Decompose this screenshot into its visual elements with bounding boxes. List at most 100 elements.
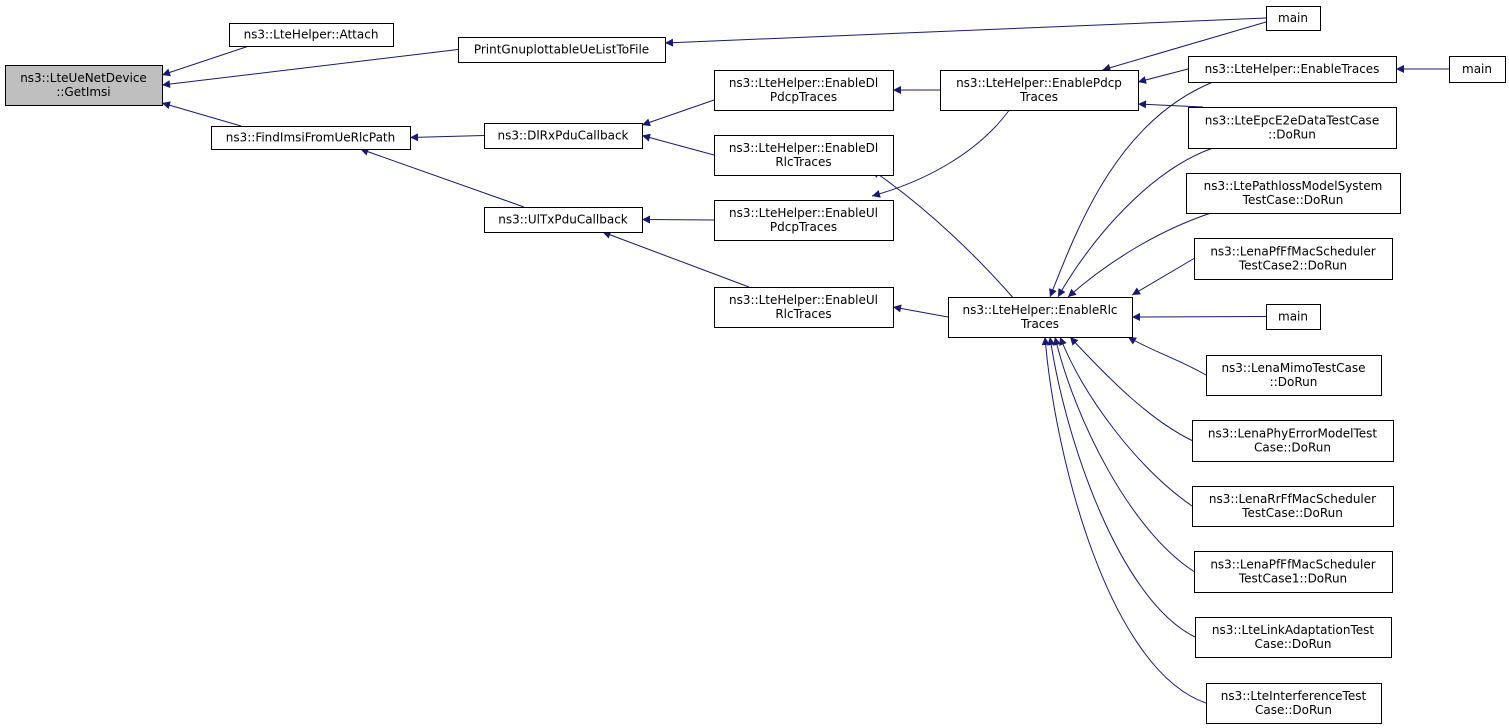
edge-phyerr-to-enrlc — [1069, 336, 1193, 441]
edge-pathloss-to-enrlc — [1067, 212, 1212, 298]
node-label: PdcpTraces — [770, 220, 837, 234]
node-label: ns3::LtePathlossModelSystem — [1204, 179, 1383, 193]
node-label: ns3::LteHelper::EnableRlc — [962, 303, 1117, 317]
node-box — [5, 65, 163, 106]
node-pathloss[interactable]: ns3::LtePathlossModelSystemTestCase::DoR… — [1186, 173, 1401, 214]
node-label: ns3::LteHelper::EnableDl — [729, 141, 878, 155]
node-box — [484, 207, 643, 233]
node-pfff1[interactable]: ns3::LenaPfFfMacSchedulerTestCase1::DoRu… — [1194, 551, 1393, 593]
node-epce2e[interactable]: ns3::LteEpcE2eDataTestCase::DoRun — [1188, 107, 1397, 149]
node-main1[interactable]: main — [1266, 6, 1321, 31]
node-label: ns3::LenaMimoTestCase — [1221, 361, 1365, 375]
edge-enrlc-to-endlrlc — [871, 169, 1013, 298]
node-label: ns3::LteHelper::EnableUl — [729, 206, 878, 220]
node-label: Case::DoRun — [1254, 637, 1331, 651]
node-label: main — [1278, 310, 1308, 324]
node-label: Traces — [1020, 317, 1059, 331]
node-box — [1266, 6, 1321, 31]
edge-main1-to-enpdcp — [1102, 21, 1267, 72]
node-box — [1192, 486, 1394, 527]
node-box — [948, 297, 1133, 338]
node-label: ::DoRun — [1270, 375, 1318, 389]
edge-main3-to-enrlc — [1131, 312, 1267, 321]
node-box — [714, 70, 894, 111]
node-box — [458, 37, 666, 63]
edge-enrlc-to-enulrlc — [892, 304, 949, 318]
node-label: ns3::LteHelper::EnableUl — [729, 293, 878, 307]
node-printgnu[interactable]: PrintGnuplottableUeListToFile — [458, 37, 666, 63]
node-box — [1194, 238, 1393, 280]
edge-enulpdcp-to-ultx — [641, 215, 715, 224]
node-label: Case::DoRun — [1255, 703, 1332, 717]
node-box — [1195, 617, 1392, 658]
node-box — [1449, 56, 1506, 83]
edge-epce2e-to-enrlc — [1057, 147, 1214, 298]
edge-findimsi-to-getimsi — [161, 101, 242, 127]
node-box — [1188, 107, 1397, 149]
node-box — [940, 70, 1139, 111]
node-label: main — [1462, 62, 1492, 76]
edge-endlpdcp-to-dlrx — [641, 99, 715, 127]
node-label: ns3::LenaPfFfMacScheduler — [1210, 245, 1375, 259]
node-label: ns3::LenaPfFfMacScheduler — [1210, 558, 1375, 572]
node-label: ::DoRun — [1268, 128, 1316, 142]
node-box — [714, 287, 894, 328]
node-label: TestCase::DoRun — [1242, 193, 1344, 207]
edge-linkadapt-to-enrlc — [1047, 336, 1196, 638]
edge-pfff1-to-enrlc — [1052, 336, 1195, 572]
edge-enulrlc-to-ultx — [602, 231, 750, 288]
node-main2[interactable]: main — [1449, 56, 1506, 83]
node-label: ns3::LteUeNetDevice — [20, 71, 147, 85]
edge-mimo-to-enrlc — [1127, 336, 1207, 376]
edge-dlrx-to-findimsi — [409, 133, 485, 142]
node-label: ns3::DlRxPduCallback — [498, 129, 629, 143]
edge-pfff2-to-enrlc — [1131, 258, 1195, 296]
node-label: RlcTraces — [775, 155, 831, 169]
node-box — [714, 135, 894, 176]
edge-attach-to-getimsi — [161, 45, 250, 77]
node-box — [1206, 683, 1382, 724]
edge-printgnu-to-getimsi — [161, 49, 459, 89]
edge-main1-to-printgnu — [664, 17, 1267, 47]
edge-interf-to-enrlc — [1041, 336, 1207, 704]
node-dlrx[interactable]: ns3::DlRxPduCallback — [484, 123, 643, 149]
node-label: TestCase2::DoRun — [1238, 259, 1347, 273]
node-label: ns3::LteHelper::EnableDl — [729, 76, 878, 90]
node-label: TestCase1::DoRun — [1238, 572, 1347, 586]
node-label: ns3::LteLinkAdaptationTest — [1212, 623, 1374, 637]
node-label: TestCase::DoRun — [1241, 506, 1343, 520]
node-box — [1206, 355, 1382, 396]
node-mimo[interactable]: ns3::LenaMimoTestCase::DoRun — [1206, 355, 1382, 396]
node-label: PdcpTraces — [770, 90, 837, 104]
node-box — [1188, 56, 1397, 83]
node-entraces[interactable]: ns3::LteHelper::EnableTraces — [1188, 56, 1397, 83]
node-label: RlcTraces — [775, 307, 831, 321]
node-label: Traces — [1019, 90, 1058, 104]
edge-entraces-to-enpdcp — [1137, 68, 1189, 84]
node-pfff2[interactable]: ns3::LenaPfFfMacSchedulerTestCase2::DoRu… — [1194, 238, 1393, 280]
node-findimsi[interactable]: ns3::FindImsiFromUeRlcPath — [211, 126, 411, 150]
node-label: ns3::LteHelper::EnablePdcp — [956, 76, 1122, 90]
node-label: ::GetImsi — [56, 85, 110, 99]
node-box — [1266, 304, 1321, 330]
node-ultx[interactable]: ns3::UlTxPduCallback — [484, 207, 643, 233]
node-label: ns3::LenaPhyErrorModelTest — [1208, 427, 1378, 441]
node-main3[interactable]: main — [1266, 304, 1321, 330]
edge-endlrlc-to-dlrx — [641, 133, 715, 156]
node-label: ns3::LteEpcE2eDataTestCase — [1205, 114, 1379, 128]
edges-layer — [161, 17, 1449, 704]
node-box — [229, 23, 394, 47]
node-attach[interactable]: ns3::LteHelper::Attach — [229, 23, 394, 47]
node-label: ns3::LteInterferenceTest — [1221, 689, 1367, 703]
